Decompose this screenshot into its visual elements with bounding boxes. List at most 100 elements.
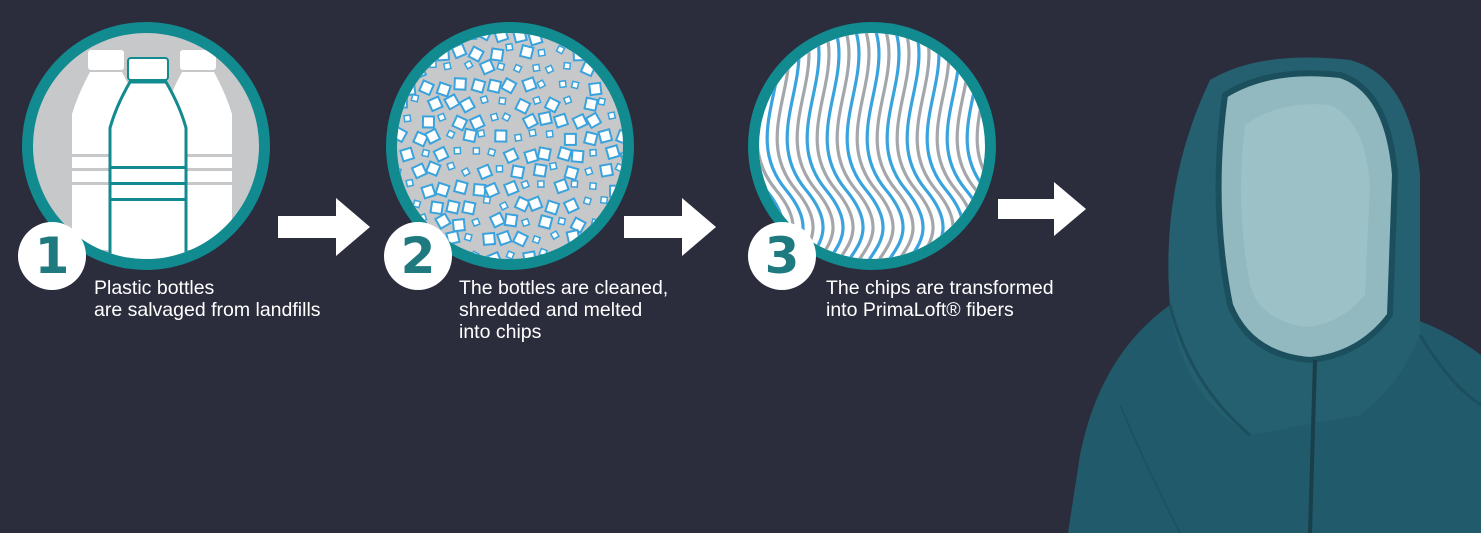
plastic-chip xyxy=(437,82,451,96)
plastic-chip xyxy=(444,63,451,70)
plastic-chip xyxy=(520,45,533,58)
plastic-chip xyxy=(522,77,536,91)
plastic-chip xyxy=(529,129,536,136)
plastic-chip xyxy=(580,31,594,45)
plastic-chip xyxy=(454,78,466,90)
plastic-chip xyxy=(538,49,545,56)
plastic-chip xyxy=(491,113,498,120)
plastic-chip xyxy=(514,64,522,72)
caption-line: into PrimaLoft® fibers xyxy=(826,299,1054,321)
plastic-chip xyxy=(499,98,506,105)
plastic-chip xyxy=(601,197,608,204)
plastic-chip xyxy=(565,134,576,145)
plastic-chip xyxy=(524,149,538,163)
plastic-chip xyxy=(539,112,552,125)
plastic-chip xyxy=(505,214,517,226)
step-2-caption: The bottles are cleaned, shredded and me… xyxy=(459,277,668,343)
plastic-chip xyxy=(497,231,511,245)
plastic-chip xyxy=(478,130,485,137)
plastic-chip xyxy=(599,129,612,142)
plastic-chip xyxy=(533,97,541,105)
plastic-chip xyxy=(400,148,414,162)
plastic-chip xyxy=(511,165,524,178)
caption-line: shredded and melted xyxy=(459,299,668,321)
plastic-chip xyxy=(600,29,613,42)
arrow-right-icon xyxy=(624,198,716,256)
plastic-chip xyxy=(564,96,572,104)
plastic-chip xyxy=(604,44,617,57)
plastic-chip xyxy=(521,181,529,189)
plastic-chip xyxy=(436,183,450,197)
plastic-chip xyxy=(488,80,501,93)
plastic-chip xyxy=(613,27,628,42)
plastic-chip xyxy=(572,150,584,162)
plastic-chip xyxy=(406,179,413,186)
plastic-chip xyxy=(538,181,544,187)
plastic-chip xyxy=(522,219,530,227)
plastic-chip xyxy=(590,250,598,258)
plastic-chip xyxy=(538,147,551,160)
plastic-chip xyxy=(438,113,446,121)
plastic-chip xyxy=(554,179,568,193)
plastic-chip xyxy=(480,96,487,103)
caption-line: The bottles are cleaned, xyxy=(459,277,668,299)
plastic-chip xyxy=(600,164,613,177)
plastic-chip xyxy=(584,98,597,111)
plastic-chip xyxy=(564,63,571,70)
plastic-chip xyxy=(430,29,437,36)
plastic-chip xyxy=(589,83,601,95)
plastic-chip xyxy=(472,79,486,93)
plastic-chip xyxy=(606,250,620,264)
plastic-chip xyxy=(453,219,465,231)
caption-line: are salvaged from landfills xyxy=(94,299,321,321)
plastic-chip xyxy=(483,197,490,204)
plastic-chip xyxy=(599,235,610,246)
plastic-chip xyxy=(473,148,479,154)
plastic-chip xyxy=(590,150,596,156)
caption-line: Plastic bottles xyxy=(94,277,321,299)
plastic-chip xyxy=(496,166,502,172)
plastic-chip xyxy=(430,201,443,214)
plastic-chip xyxy=(571,181,578,188)
plastic-chip xyxy=(404,115,411,122)
step-3-caption: The chips are transformed into PrimaLoft… xyxy=(826,277,1054,321)
plastic-chip xyxy=(625,48,633,56)
plastic-chip xyxy=(401,46,413,58)
plastic-chip xyxy=(515,134,522,141)
plastic-chip xyxy=(554,114,568,128)
plastic-chip xyxy=(606,145,620,159)
plastic-chip xyxy=(412,29,420,37)
plastic-chip xyxy=(465,234,472,241)
plastic-chip xyxy=(422,150,429,157)
plastic-chip xyxy=(491,48,503,60)
plastic-chip xyxy=(464,129,477,142)
arrow-right-icon xyxy=(278,198,370,256)
plastic-chip xyxy=(584,197,592,205)
plastic-chip xyxy=(393,60,401,68)
plastic-chip xyxy=(533,64,540,71)
plastic-chip xyxy=(558,147,572,161)
plastic-chip xyxy=(497,63,504,70)
plastic-chip xyxy=(506,251,514,259)
plastic-chip xyxy=(395,30,402,37)
plastic-chip xyxy=(608,112,615,119)
plastic-chip xyxy=(411,95,418,102)
plastic-chip xyxy=(533,236,541,244)
plastic-chip xyxy=(571,81,578,88)
plastic-chip xyxy=(446,200,459,213)
plastic-chip xyxy=(558,218,565,225)
plastic-chip xyxy=(546,131,553,138)
plastic-chip xyxy=(474,184,486,196)
plastic-chip xyxy=(545,201,559,215)
plastic-chip xyxy=(617,63,630,76)
step-3-number-badge: 3 xyxy=(748,222,816,290)
hoodie-jacket-image xyxy=(1060,55,1481,533)
plastic-chip xyxy=(539,215,552,228)
plastic-chip xyxy=(565,166,579,180)
plastic-chip xyxy=(483,233,495,245)
plastic-chip xyxy=(572,251,587,266)
caption-line: The chips are transformed xyxy=(826,277,1054,299)
caption-line: into chips xyxy=(459,321,668,343)
plastic-chip xyxy=(454,148,460,154)
plastic-chip xyxy=(423,116,434,127)
